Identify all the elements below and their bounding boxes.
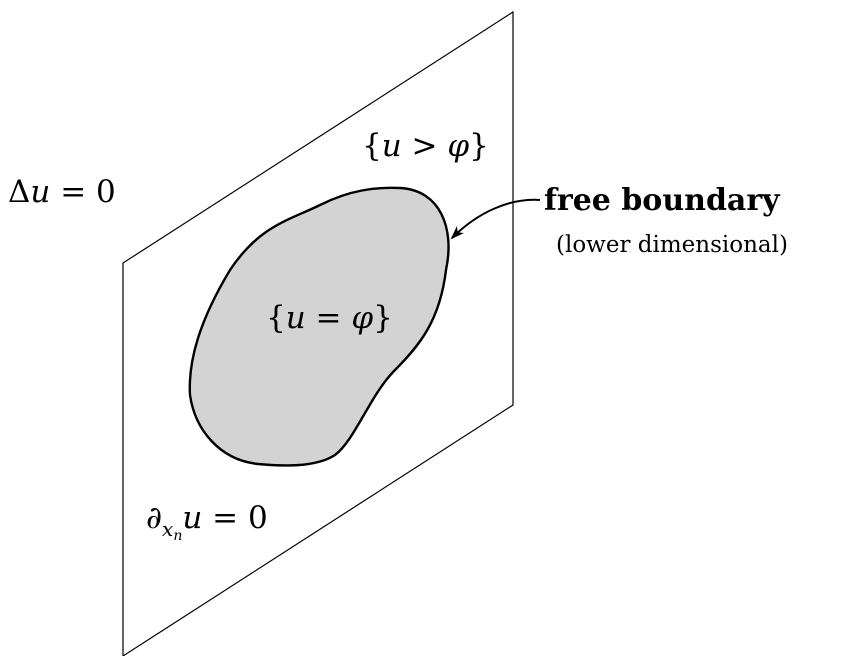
free-boundary-arrow: [450, 198, 541, 240]
free-boundary-title: free boundary: [544, 183, 781, 218]
neumann-condition-label: ∂xnu = 0: [146, 500, 268, 544]
positivity-set-label: {u > φ}: [362, 128, 489, 164]
plane-outline: [122, 10, 514, 656]
contact-set-region: [188, 186, 450, 467]
laplace-equation-label: Δu = 0: [8, 174, 116, 210]
free-boundary-note: (lower dimensional): [556, 232, 788, 258]
contact-set-label: {u = φ}: [266, 300, 393, 336]
